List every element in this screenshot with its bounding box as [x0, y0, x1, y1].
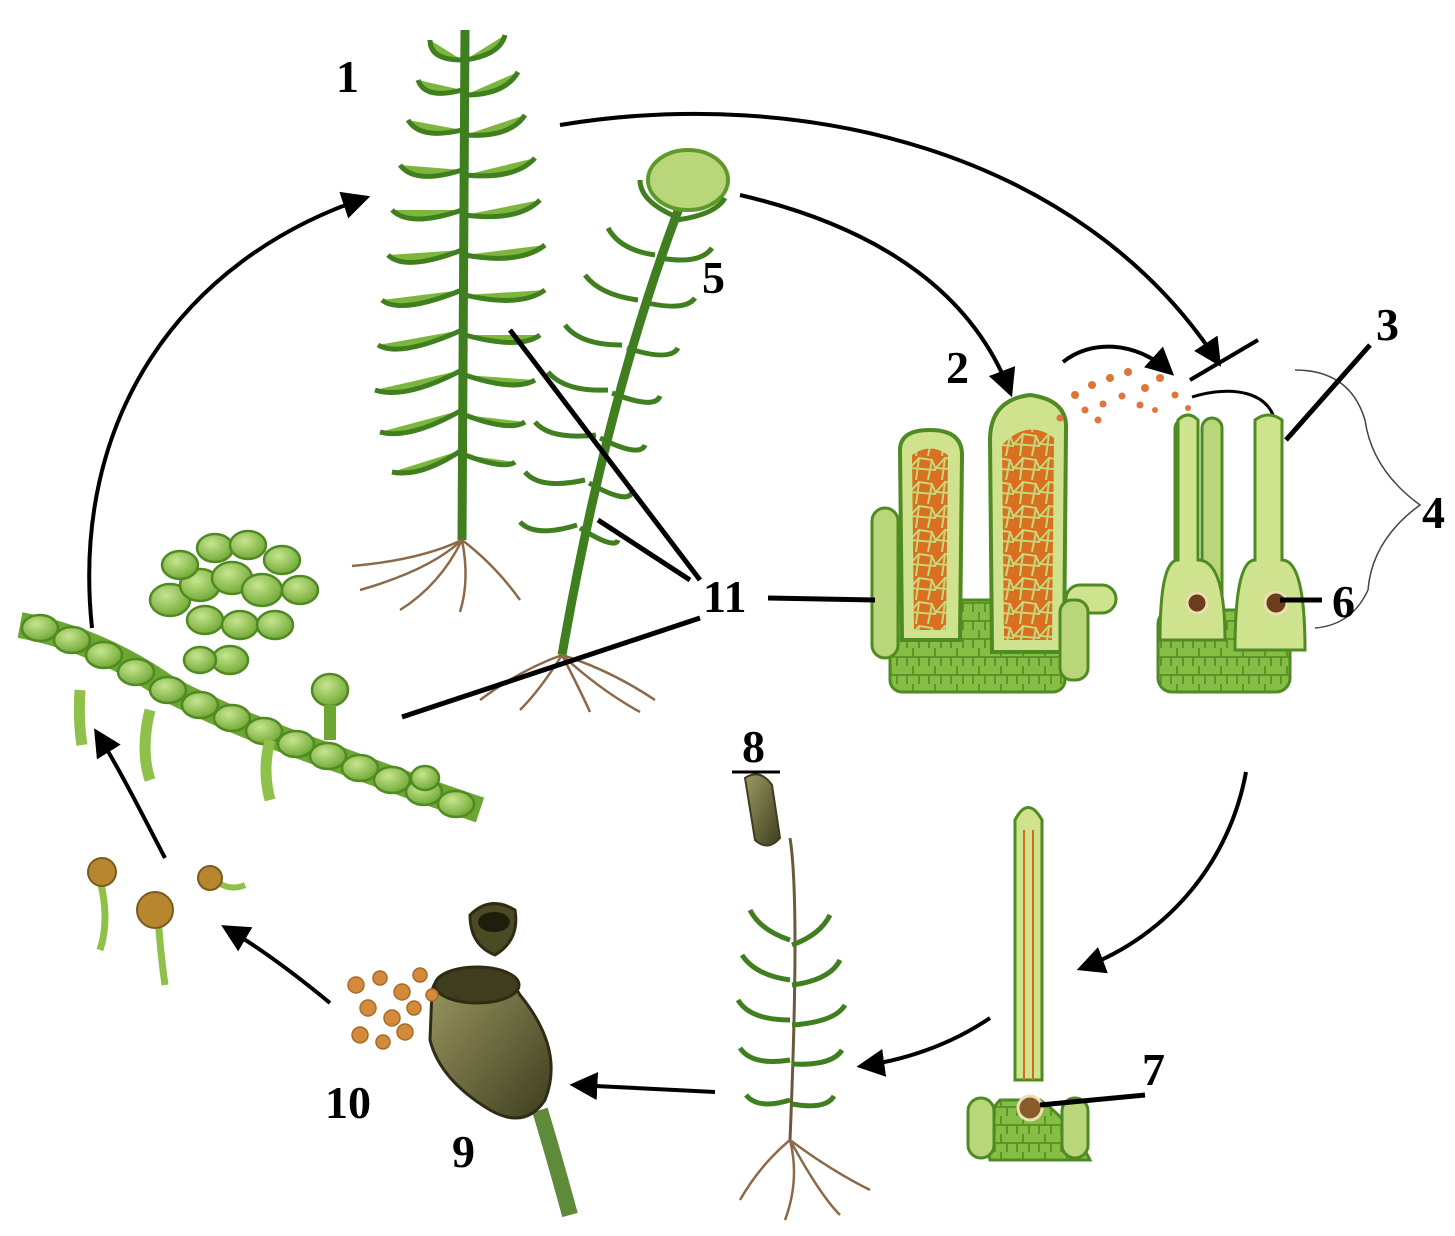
germinating-spores [88, 858, 245, 985]
male-gametophyte-plant [480, 150, 728, 712]
sporophyte-on-gametophyte [738, 774, 870, 1220]
archegonium-fertilized [1235, 415, 1305, 650]
leader-3 [1286, 345, 1370, 440]
sperm-cloud [1057, 368, 1192, 424]
female-gametophyte-plant [352, 30, 545, 612]
blocked-path-mark [1190, 340, 1258, 380]
arrow-sperm-release [1063, 347, 1170, 372]
paraphysis [872, 508, 898, 658]
leader-7 [1040, 1095, 1145, 1105]
arrow-zygote-to-embryo [1082, 772, 1246, 968]
arrow-embryo-to-sporophyte [862, 1018, 990, 1066]
capsule-with-calyptra [745, 774, 780, 845]
label-7: 7 [1142, 1044, 1165, 1095]
leader-lines [402, 330, 1370, 1105]
label-2: 2 [946, 342, 969, 393]
young-sporophyte-embryo [968, 808, 1090, 1161]
arrow-germination-to-protonema [97, 733, 165, 858]
spores [348, 968, 438, 1049]
label-10: 10 [325, 1077, 371, 1128]
arrow-female-to-archegonia [560, 114, 1218, 362]
archegonia-group [1158, 370, 1420, 692]
arrow-sporophyte-to-capsule [575, 1085, 715, 1092]
arrow-male-to-antheridia [740, 195, 1010, 392]
label-9: 9 [452, 1126, 475, 1177]
arrow-spores-to-germination [226, 928, 330, 1003]
protonema-bud [150, 531, 318, 674]
zygote [1018, 1096, 1042, 1120]
egg-cell [1265, 592, 1287, 614]
label-4: 4 [1422, 487, 1445, 538]
leader-11-to-protonema [402, 618, 700, 717]
label-6: 6 [1332, 576, 1355, 627]
label-8: 8 [742, 721, 765, 772]
antheridia-group [872, 368, 1191, 692]
egg-cell-left [1187, 593, 1207, 613]
label-3: 3 [1376, 299, 1399, 350]
label-5: 5 [702, 252, 725, 303]
opened-capsule [430, 904, 570, 1215]
antheridial-rosette [648, 150, 728, 210]
label-1: 1 [336, 51, 359, 102]
label-11: 11 [703, 571, 746, 622]
leader-11-to-paraphysis [768, 598, 875, 600]
capsule-mouth [435, 967, 519, 1003]
